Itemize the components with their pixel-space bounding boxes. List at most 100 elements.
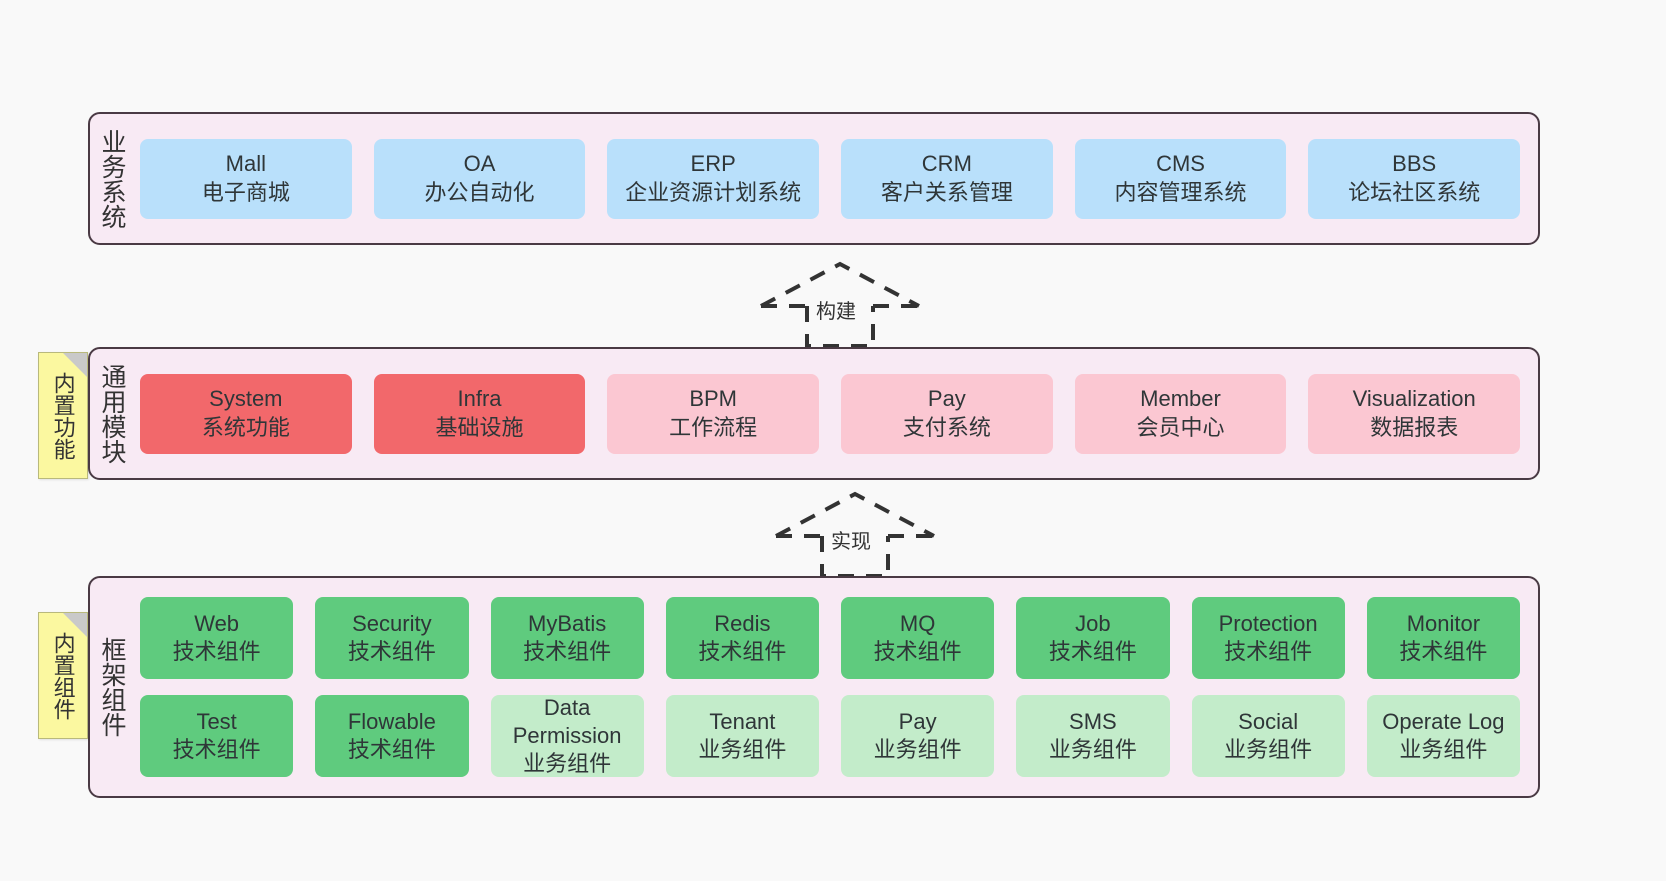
card-row-framework-business: Test 技术组件 Flowable 技术组件 Data Permission … bbox=[140, 695, 1520, 777]
card-title: Operate Log bbox=[1382, 708, 1505, 734]
card-visualization[interactable]: Visualization 数据报表 bbox=[1308, 373, 1521, 454]
card-security[interactable]: Security 技术组件 bbox=[315, 597, 469, 679]
uml-generalization-arrow-build: 构建 bbox=[745, 258, 935, 348]
card-title: Pay bbox=[927, 386, 966, 412]
card-protection[interactable]: Protection 技术组件 bbox=[1191, 597, 1345, 679]
card-row-business: Mall 电子商城 OA 办公自动化 ERP 企业资源计划系统 CRM 客户关系… bbox=[140, 138, 1521, 219]
card-title: Social bbox=[1238, 708, 1299, 734]
note-fold-icon bbox=[63, 613, 87, 637]
card-title: Data Permission bbox=[512, 694, 622, 748]
note-builtin-function: 内置功能 bbox=[38, 352, 88, 479]
card-subtitle: 基础设施 bbox=[435, 414, 524, 440]
card-title: CRM bbox=[921, 151, 972, 177]
card-row-common: System 系统功能 Infra 基础设施 BPM 工作流程 Pay 支付系统… bbox=[140, 373, 1521, 454]
card-pay[interactable]: Pay 支付系统 bbox=[841, 373, 1053, 454]
card-job[interactable]: Job 技术组件 bbox=[1016, 597, 1170, 679]
layer-title-common-module: 通用模块 bbox=[98, 363, 126, 464]
card-title: Pay bbox=[898, 708, 937, 734]
card-subtitle: 技术组件 bbox=[347, 737, 436, 762]
note-builtin-component: 内置组件 bbox=[38, 612, 88, 739]
card-subtitle: 内容管理系统 bbox=[1114, 179, 1247, 205]
card-subtitle: 技术组件 bbox=[1048, 639, 1137, 664]
card-subtitle: 数据报表 bbox=[1370, 414, 1459, 440]
card-system[interactable]: System 系统功能 bbox=[140, 373, 352, 454]
card-subtitle: 技术组件 bbox=[523, 639, 612, 664]
card-subtitle: 论坛社区系统 bbox=[1348, 179, 1481, 205]
card-data-permission[interactable]: Data Permission 业务组件 bbox=[490, 694, 644, 777]
card-subtitle: 业务组件 bbox=[1399, 737, 1488, 762]
card-title: Mall bbox=[225, 151, 266, 177]
card-title: Visualization bbox=[1352, 386, 1476, 412]
card-subtitle: 技术组件 bbox=[873, 639, 962, 664]
card-flowable[interactable]: Flowable 技术组件 bbox=[315, 695, 469, 777]
card-sms[interactable]: SMS 业务组件 bbox=[1016, 695, 1170, 777]
card-mall[interactable]: Mall 电子商城 bbox=[140, 138, 352, 219]
card-cms[interactable]: CMS 内容管理系统 bbox=[1074, 138, 1287, 219]
card-pay-business[interactable]: Pay 业务组件 bbox=[841, 695, 995, 777]
card-row-framework-tech: Web 技术组件 Security 技术组件 MyBatis 技术组件 Redi… bbox=[140, 597, 1520, 679]
card-title: Redis bbox=[714, 610, 771, 636]
card-title: ERP bbox=[690, 151, 736, 177]
layer-title-framework-component: 框架组件 bbox=[98, 637, 126, 737]
card-subtitle: 技术组件 bbox=[347, 639, 436, 664]
layer-common-module: 通用模块 System 系统功能 Infra 基础设施 BPM 工作流程 Pay… bbox=[88, 347, 1540, 480]
card-subtitle: 电子商城 bbox=[201, 179, 290, 205]
card-title: Protection bbox=[1218, 610, 1318, 636]
card-oa[interactable]: OA 办公自动化 bbox=[373, 138, 586, 219]
card-subtitle: 办公自动化 bbox=[424, 179, 535, 205]
card-title: System bbox=[209, 386, 283, 412]
note-label: 内置功能 bbox=[50, 371, 76, 460]
card-mybatis[interactable]: MyBatis 技术组件 bbox=[490, 597, 644, 679]
card-subtitle: 技术组件 bbox=[172, 737, 261, 762]
layer-body-business-system: Mall 电子商城 OA 办公自动化 ERP 企业资源计划系统 CRM 客户关系… bbox=[134, 114, 1538, 243]
card-tenant[interactable]: Tenant 业务组件 bbox=[665, 695, 819, 777]
card-bbs[interactable]: BBS 论坛社区系统 bbox=[1308, 138, 1521, 219]
card-subtitle: 业务组件 bbox=[523, 751, 612, 777]
card-subtitle: 业务组件 bbox=[698, 737, 787, 762]
card-title: Web bbox=[194, 610, 240, 636]
card-title: Job bbox=[1075, 610, 1111, 636]
uml-arrow-shape bbox=[775, 491, 935, 578]
card-subtitle: 客户关系管理 bbox=[880, 179, 1013, 205]
note-fold-icon bbox=[63, 353, 87, 377]
card-operate-log[interactable]: Operate Log 业务组件 bbox=[1366, 695, 1520, 777]
card-title: BPM bbox=[689, 386, 738, 412]
card-test[interactable]: Test 技术组件 bbox=[140, 695, 294, 777]
card-title: Flowable bbox=[347, 708, 436, 734]
card-title: MQ bbox=[899, 610, 936, 636]
arrow-label-realize: 实现 bbox=[831, 531, 871, 553]
card-title: OA bbox=[463, 151, 496, 177]
card-subtitle: 技术组件 bbox=[1224, 639, 1313, 664]
card-subtitle: 系统功能 bbox=[201, 414, 290, 440]
card-title: Test bbox=[196, 708, 237, 734]
card-infra[interactable]: Infra 基础设施 bbox=[373, 373, 586, 454]
layer-business-system: 业务系统 Mall 电子商城 OA 办公自动化 ERP 企业资源计划系统 CRM… bbox=[88, 112, 1540, 245]
card-redis[interactable]: Redis 技术组件 bbox=[665, 597, 819, 679]
card-title: MyBatis bbox=[528, 610, 607, 636]
layer-body-framework-component: Web 技术组件 Security 技术组件 MyBatis 技术组件 Redi… bbox=[134, 578, 1538, 796]
card-web[interactable]: Web 技术组件 bbox=[140, 597, 294, 679]
card-title: Monitor bbox=[1406, 610, 1481, 636]
layer-title-business-system: 业务系统 bbox=[98, 128, 126, 229]
card-title: Member bbox=[1140, 386, 1221, 412]
card-bpm[interactable]: BPM 工作流程 bbox=[607, 373, 820, 454]
card-erp[interactable]: ERP 企业资源计划系统 bbox=[607, 138, 820, 219]
uml-arrow-shape bbox=[760, 261, 920, 348]
card-title: SMS bbox=[1069, 708, 1117, 734]
card-subtitle: 工作流程 bbox=[669, 414, 758, 440]
card-subtitle: 业务组件 bbox=[1224, 737, 1313, 762]
card-subtitle: 业务组件 bbox=[1048, 737, 1137, 762]
card-title: Tenant bbox=[709, 708, 776, 734]
card-title: BBS bbox=[1392, 151, 1437, 177]
card-monitor[interactable]: Monitor 技术组件 bbox=[1366, 597, 1520, 679]
card-mq[interactable]: MQ 技术组件 bbox=[841, 597, 995, 679]
uml-generalization-arrow-realize: 实现 bbox=[760, 488, 950, 578]
card-member[interactable]: Member 会员中心 bbox=[1074, 373, 1287, 454]
card-crm[interactable]: CRM 客户关系管理 bbox=[841, 138, 1053, 219]
card-subtitle: 技术组件 bbox=[172, 639, 261, 664]
card-title: Infra bbox=[457, 386, 502, 412]
card-social[interactable]: Social 业务组件 bbox=[1191, 695, 1345, 777]
layer-framework-component: 框架组件 Web 技术组件 Security 技术组件 MyBatis 技术组件… bbox=[88, 576, 1540, 798]
card-subtitle: 企业资源计划系统 bbox=[625, 179, 802, 205]
